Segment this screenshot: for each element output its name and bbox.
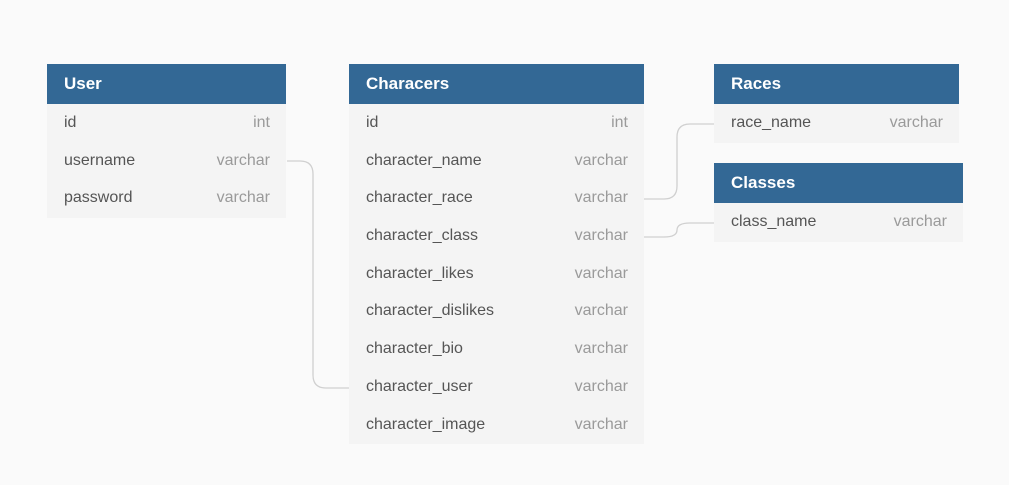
connector-character-class-to-class-name — [644, 222, 714, 238]
field-name: id — [366, 114, 379, 131]
field-name: character_dislikes — [366, 302, 495, 320]
field-name: character_bio — [366, 340, 463, 358]
field-type: varchar — [574, 264, 628, 282]
table-races-fields: race_name varchar — [714, 104, 959, 143]
table-classes-header[interactable]: Classes — [714, 163, 963, 203]
field-row-characters-id[interactable]: id int — [349, 104, 644, 142]
field-row-user-password[interactable]: password varchar — [47, 179, 286, 217]
field-name: character_race — [366, 189, 473, 207]
field-type: varchar — [574, 302, 628, 320]
field-row-characters-character-image[interactable]: character_image varchar — [349, 406, 644, 444]
field-name: username — [64, 151, 136, 169]
field-row-user-id[interactable]: id int — [47, 104, 286, 142]
field-type: varchar — [574, 151, 628, 169]
table-user[interactable]: User id int username varchar password va… — [47, 64, 286, 219]
table-classes-fields: class_name varchar — [714, 203, 963, 242]
field-type: varchar — [574, 189, 628, 207]
field-row-characters-character-name[interactable]: character_name varchar — [349, 142, 644, 180]
field-row-characters-character-bio[interactable]: character_bio varchar — [349, 330, 644, 368]
field-name: class_name — [731, 213, 817, 230]
field-type: int — [253, 114, 270, 131]
field-type: varchar — [574, 227, 628, 245]
field-row-races-race-name[interactable]: race_name varchar — [714, 104, 959, 142]
field-type: varchar — [216, 151, 270, 169]
field-type: varchar — [893, 213, 947, 230]
field-name: character_image — [366, 415, 486, 433]
field-type: varchar — [889, 114, 943, 131]
field-row-characters-character-likes[interactable]: character_likes varchar — [349, 255, 644, 293]
table-classes[interactable]: Classes class_name varchar — [714, 163, 963, 242]
field-row-characters-character-race[interactable]: character_race varchar — [349, 179, 644, 217]
table-characters[interactable]: Characers id int character_name varchar … — [349, 64, 644, 445]
table-races[interactable]: Races race_name varchar — [714, 64, 959, 143]
connector-character-race-to-race-name — [644, 123, 714, 200]
field-name: character_name — [366, 151, 482, 169]
table-races-header[interactable]: Races — [714, 64, 959, 104]
field-row-characters-character-user[interactable]: character_user varchar — [349, 368, 644, 406]
table-characters-header[interactable]: Characers — [349, 64, 644, 104]
field-type: int — [611, 114, 628, 131]
field-row-characters-character-class[interactable]: character_class varchar — [349, 217, 644, 255]
field-name: character_likes — [366, 264, 474, 282]
field-name: character_class — [366, 227, 479, 245]
field-type: varchar — [574, 340, 628, 358]
table-user-fields: id int username varchar password varchar — [47, 104, 286, 218]
field-row-classes-class-name[interactable]: class_name varchar — [714, 203, 963, 241]
field-type: varchar — [216, 189, 270, 207]
field-type: varchar — [574, 415, 628, 433]
field-name: character_user — [366, 377, 473, 395]
connector-user-username-to-character-user — [287, 160, 349, 389]
field-type: varchar — [574, 377, 628, 395]
field-row-user-username[interactable]: username varchar — [47, 142, 286, 180]
field-name: id — [64, 114, 77, 131]
table-characters-fields: id int character_name varchar character_… — [349, 104, 644, 444]
field-name: race_name — [731, 114, 812, 131]
field-row-characters-character-dislikes[interactable]: character_dislikes varchar — [349, 292, 644, 330]
field-name: password — [64, 189, 133, 207]
table-user-header[interactable]: User — [47, 64, 286, 104]
